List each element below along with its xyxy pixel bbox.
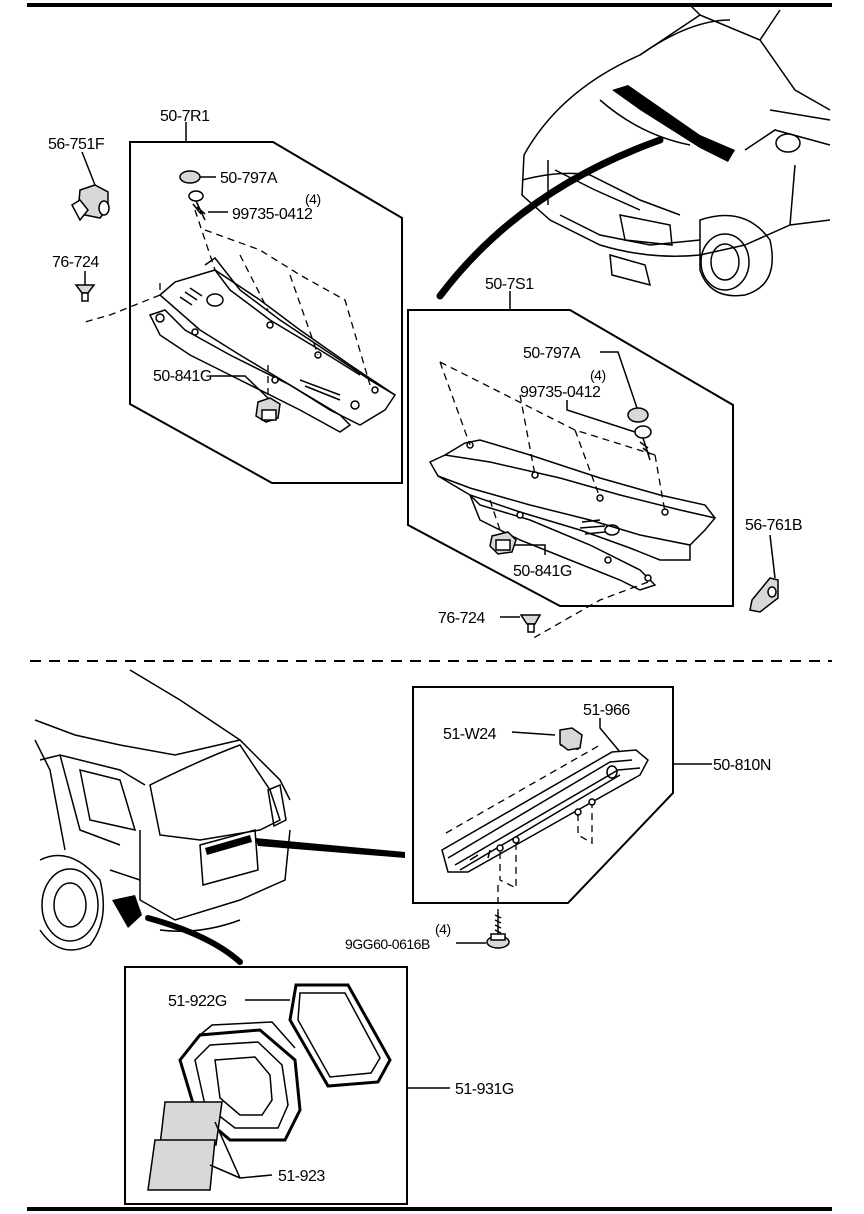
- fastener-76-724-left: [74, 284, 96, 302]
- label-50-797a-left: 50-797A: [220, 170, 278, 187]
- cowl-grille-right-box: [407, 309, 734, 607]
- label-qty-right: (4): [590, 367, 606, 383]
- label-56-761b: 56-761B: [745, 517, 802, 534]
- cowl-grille-left-box: [129, 141, 403, 484]
- label-51-931g: 51-931G: [455, 1081, 514, 1098]
- label-51-922g: 51-922G: [168, 993, 227, 1010]
- pad-51-923: [147, 1101, 223, 1191]
- label-qty-left: (4): [305, 191, 321, 207]
- clip-51-w24: [559, 727, 583, 751]
- gasket-51-922g: [288, 983, 392, 1088]
- label-qty-bolt: (4): [435, 921, 451, 937]
- garnish-box: [412, 686, 674, 904]
- gasket-box: [124, 966, 408, 1205]
- vehicle-rear-illustration: [34, 669, 405, 965]
- label-51-966: 51-966: [583, 702, 630, 719]
- label-50-841g-right: 50-841G: [513, 563, 572, 580]
- vehicle-front-illustration: [436, 4, 831, 300]
- label-76-724-right: 76-724: [438, 610, 485, 627]
- label-51-w24: 51-W24: [443, 726, 497, 743]
- cowl-grille-right-part: [428, 439, 717, 591]
- label-99735-0412-right: 99735-0412: [520, 384, 601, 401]
- nozzle-50-841g-left: [255, 397, 281, 423]
- fastener-76-724-right: [519, 614, 542, 633]
- label-51-923: 51-923: [278, 1168, 325, 1185]
- rear-garnish-part: [441, 749, 649, 873]
- cap-50-797a-right: [627, 407, 649, 423]
- label-50-841g-left: 50-841G: [153, 368, 212, 385]
- clip-56-751f: [71, 184, 110, 222]
- screw-99735-0412-left: [188, 190, 206, 221]
- clip-56-761b: [749, 577, 779, 613]
- label-9gg60-0616b: 9GG60-0616B: [345, 936, 430, 952]
- label-50-810n: 50-810N: [713, 757, 771, 774]
- nozzle-50-841g-right: [489, 531, 517, 555]
- label-76-724-left: 76-724: [52, 254, 99, 271]
- bolt-9gg60-0616b: [486, 912, 510, 949]
- label-99735-0412-left: 99735-0412: [232, 206, 313, 223]
- label-50-797a-right: 50-797A: [523, 345, 581, 362]
- screw-99735-0412-right: [634, 425, 652, 461]
- cap-50-797a-left: [179, 170, 201, 184]
- label-56-751f: 56-751F: [48, 136, 105, 153]
- label-50-7r1: 50-7R1: [160, 108, 210, 125]
- cowl-grille-left-part: [148, 256, 397, 433]
- label-50-7s1: 50-7S1: [485, 276, 534, 293]
